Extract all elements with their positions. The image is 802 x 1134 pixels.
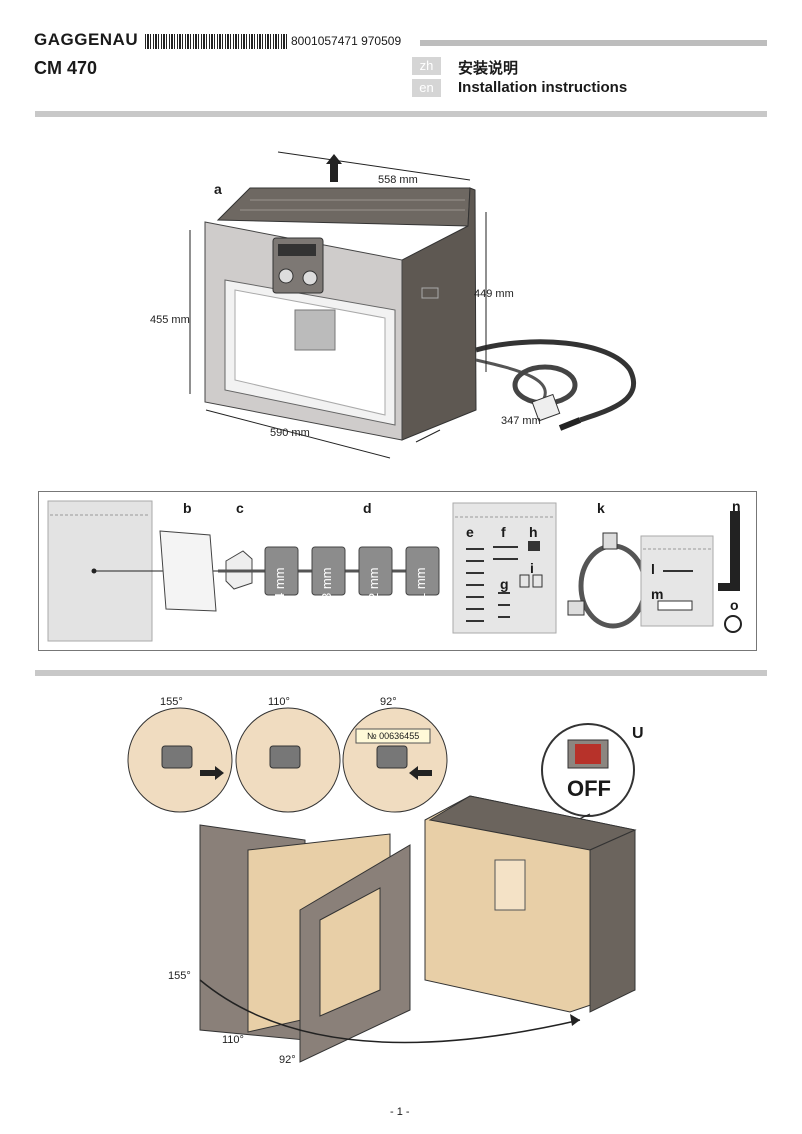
dim-height: 455 mm <box>150 314 190 326</box>
part-number: № 00636455 <box>367 731 420 741</box>
spacer-2mm: 2 mm <box>366 567 381 601</box>
acc-label-l: l <box>651 561 655 577</box>
acc-label-i: i <box>530 560 534 576</box>
acc-label-f: f <box>501 524 506 540</box>
hinge-angle-92: 92° <box>380 696 397 708</box>
acc-label-k: k <box>597 500 605 516</box>
hinge-angle-110: 110° <box>268 696 290 708</box>
section-divider <box>35 111 767 117</box>
section-divider-2 <box>35 670 767 676</box>
accessories-illustration <box>47 500 742 642</box>
acc-label-d: d <box>363 500 372 516</box>
acc-label-h: h <box>529 524 538 540</box>
switch-label-u: U <box>632 725 644 742</box>
dim-front-width: 590 mm <box>270 427 310 439</box>
door-angle-155: 155° <box>168 970 191 982</box>
spacer-3mm: 3 mm <box>319 567 334 601</box>
dim-cable: 347 mm <box>501 415 541 427</box>
model-number: CM 470 <box>34 58 98 78</box>
door-angle-110: 110° <box>222 1034 244 1046</box>
acc-label-n: n <box>732 498 741 514</box>
spacer-1mm: 1 mm <box>413 567 428 601</box>
dim-top-width: 558 mm <box>378 174 418 186</box>
figure-a-dimensions <box>189 151 637 459</box>
door-angle-92: 92° <box>279 1054 296 1066</box>
barcode <box>145 34 289 49</box>
title-en: Installation instructions <box>458 79 628 96</box>
dim-depth: 449 mm <box>474 288 514 300</box>
acc-label-g: g <box>500 576 509 592</box>
page-number: - 1 - <box>390 1106 410 1118</box>
brand-logo: GAGGENAU <box>34 30 139 49</box>
acc-label-m: m <box>651 586 664 602</box>
title-zh: 安装说明 <box>458 60 519 77</box>
lang-code-en: en <box>412 79 441 97</box>
lang-code-zh: zh <box>412 57 441 75</box>
acc-label-e: e <box>466 524 474 540</box>
figure-label-a: a <box>214 181 222 197</box>
header-rule <box>420 40 767 46</box>
spacer-4mm: 4 mm <box>272 567 287 601</box>
acc-label-b: b <box>183 500 192 516</box>
acc-label-c: c <box>236 500 244 516</box>
hinge-angle-155: 155° <box>160 696 183 708</box>
door-hinge-illustration <box>127 707 637 1063</box>
barcode-number: 8001057471 970509 <box>291 34 402 48</box>
switch-state-off: OFF <box>567 776 611 801</box>
acc-label-o: o <box>730 597 739 613</box>
